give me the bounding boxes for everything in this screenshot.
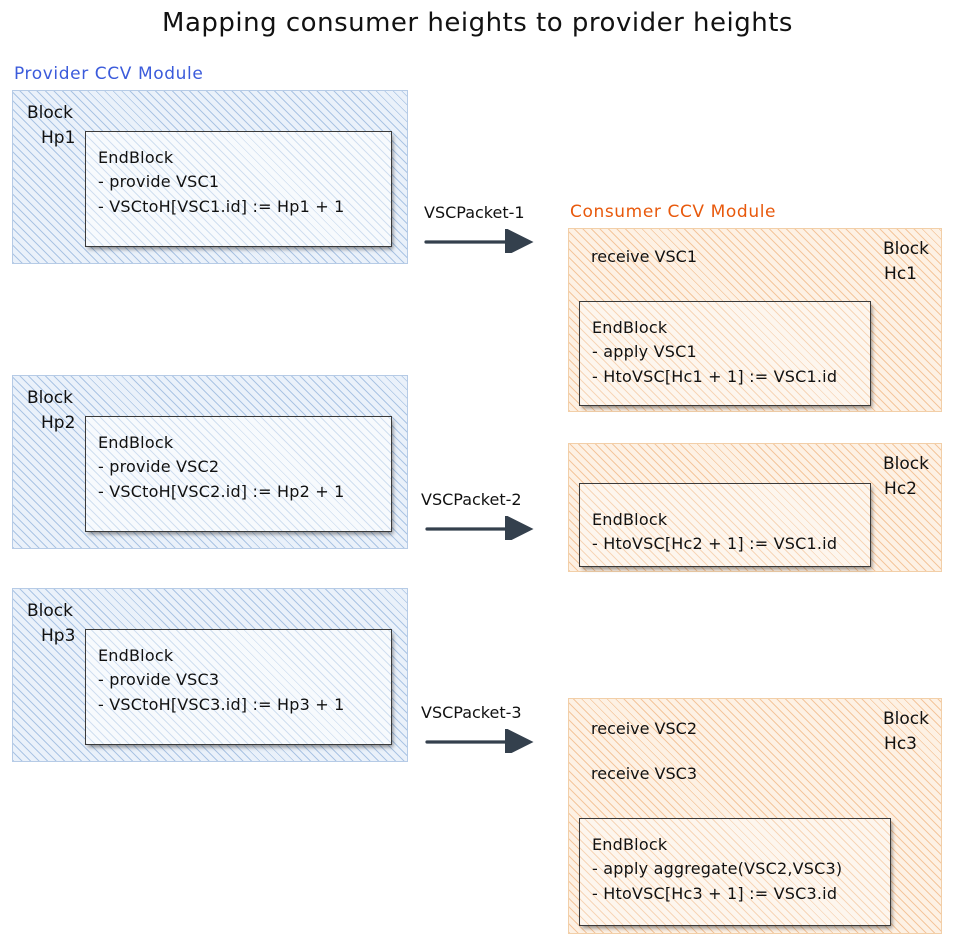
endblock-header: EndBlock	[592, 318, 668, 337]
consumer-block-hc1: Block Hc1 receive VSC1 EndBlock - apply …	[568, 228, 942, 412]
block-word: Block	[27, 103, 73, 123]
provider-hp1-endblock: EndBlock - provide VSC1 - VSCtoH[VSC1.id…	[85, 131, 392, 247]
block-word: Block	[883, 239, 929, 259]
consumer-block-hc1-height: Block Hc1	[883, 237, 929, 286]
block-height: Hp1	[41, 127, 76, 148]
endblock-line: - apply aggregate(VSC2,VSC3)	[592, 859, 843, 879]
block-height: Hc1	[884, 263, 917, 284]
endblock-header: EndBlock	[592, 510, 668, 529]
vscpacket-2-label: VSCPacket-2	[421, 490, 522, 509]
consumer-block-hc2: Block Hc2 EndBlock - HtoVSC[Hc2 + 1] := …	[568, 443, 942, 572]
block-height: Hc3	[884, 733, 917, 754]
endblock-line: - VSCtoH[VSC1.id] := Hp1 + 1	[98, 196, 345, 216]
arrow-right-icon	[425, 516, 534, 540]
consumer-hc1-event: receive VSC1	[591, 247, 698, 266]
consumer-hc2-endblock: EndBlock - HtoVSC[Hc2 + 1] := VSC1.id	[579, 483, 871, 567]
endblock-header: EndBlock	[98, 433, 174, 452]
provider-block-hp2-height: Block Hp2	[27, 386, 75, 435]
block-height: Hp3	[41, 625, 76, 646]
endblock-line: - VSCtoH[VSC2.id] := Hp2 + 1	[98, 481, 345, 501]
endblock-line: - provide VSC1	[98, 172, 220, 192]
block-word: Block	[883, 454, 929, 474]
provider-block-hp2: Block Hp2 EndBlock - provide VSC2 - VSCt…	[12, 375, 408, 549]
block-height: Hp2	[41, 412, 76, 433]
endblock-line: - HtoVSC[Hc2 + 1] := VSC1.id	[592, 534, 838, 554]
provider-hp2-endblock: EndBlock - provide VSC2 - VSCtoH[VSC2.id…	[85, 416, 392, 532]
provider-module-label: Provider CCV Module	[14, 64, 204, 84]
provider-block-hp3: Block Hp3 EndBlock - provide VSC3 - VSCt…	[12, 588, 408, 762]
endblock-line: - provide VSC2	[98, 457, 220, 477]
block-word: Block	[883, 709, 929, 729]
arrow-right-icon	[425, 729, 534, 753]
endblock-line: - VSCtoH[VSC3.id] := Hp3 + 1	[98, 694, 345, 714]
block-height: Hc2	[884, 478, 917, 499]
endblock-header: EndBlock	[98, 646, 174, 665]
block-word: Block	[27, 601, 73, 621]
consumer-hc1-endblock: EndBlock - apply VSC1 - HtoVSC[Hc1 + 1] …	[579, 301, 871, 406]
endblock-line: - provide VSC3	[98, 670, 220, 690]
consumer-block-hc2-height: Block Hc2	[883, 452, 929, 501]
consumer-hc3-endblock: EndBlock - apply aggregate(VSC2,VSC3) - …	[579, 818, 891, 926]
provider-block-hp3-height: Block Hp3	[27, 599, 75, 648]
consumer-hc3-event: receive VSC2	[591, 719, 698, 738]
endblock-line: - HtoVSC[Hc3 + 1] := VSC3.id	[592, 883, 838, 903]
endblock-header: EndBlock	[592, 835, 668, 854]
provider-block-hp1: Block Hp1 EndBlock - provide VSC1 - VSCt…	[12, 90, 408, 264]
page-title: Mapping consumer heights to provider hei…	[162, 8, 793, 38]
endblock-line: - HtoVSC[Hc1 + 1] := VSC1.id	[592, 366, 838, 386]
vscpacket-3-label: VSCPacket-3	[421, 703, 522, 722]
consumer-hc3-event: receive VSC3	[591, 764, 698, 783]
consumer-block-hc3: Block Hc3 receive VSC2 receive VSC3 EndB…	[568, 698, 942, 934]
consumer-block-hc3-height: Block Hc3	[883, 707, 929, 756]
vscpacket-1-label: VSCPacket-1	[424, 203, 525, 222]
provider-block-hp1-height: Block Hp1	[27, 101, 75, 150]
endblock-header: EndBlock	[98, 148, 174, 167]
block-word: Block	[27, 388, 73, 408]
arrow-right-icon	[424, 229, 534, 253]
provider-hp3-endblock: EndBlock - provide VSC3 - VSCtoH[VSC3.id…	[85, 629, 392, 745]
consumer-module-label: Consumer CCV Module	[570, 202, 777, 222]
endblock-line: - apply VSC1	[592, 342, 697, 362]
